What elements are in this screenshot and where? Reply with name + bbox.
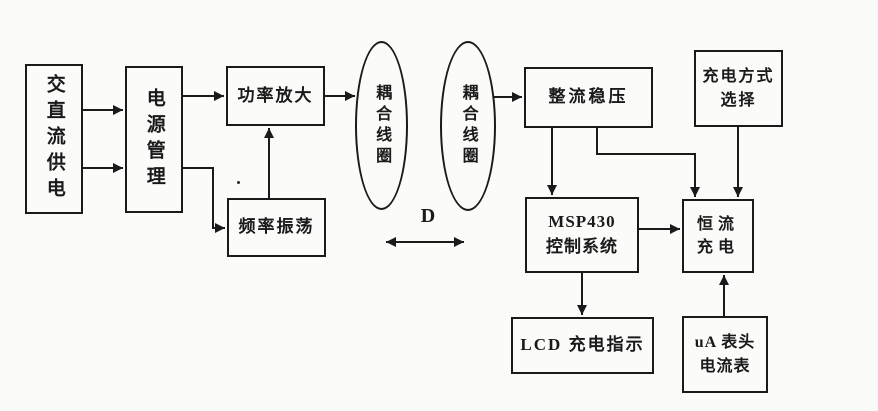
node-ua-meter-line2: 电流表 [699, 357, 751, 375]
node-ac-dc-supply: 交直流供电 [25, 64, 83, 214]
coil-distance-label: D [420, 205, 436, 227]
node-lcd-charge-indicator: LCD 充电指示 [511, 317, 654, 374]
scan-artifact-dot [237, 181, 240, 184]
node-coupling-coil-rx-label: 耦合线圈 [459, 84, 477, 168]
connector-rectifier-to-cc-charge [596, 128, 700, 197]
node-charge-mode-select-line1: 充电方式 [702, 68, 775, 86]
node-power-management-label: 电源管理 [143, 87, 165, 192]
node-constant-current-charge: 恒流 充电 [682, 199, 754, 273]
node-power-management: 电源管理 [125, 66, 183, 213]
node-constant-current-charge-line2: 充电 [696, 239, 739, 256]
node-coupling-coil-tx: 耦合线圈 [355, 41, 408, 210]
node-ua-meter-line1: uA 表头 [694, 334, 756, 352]
node-rectifier-regulator-label: 整流稳压 [548, 87, 629, 107]
node-coupling-coil-tx-label: 耦合线圈 [373, 83, 391, 168]
node-rectifier-regulator: 整流稳压 [524, 67, 653, 128]
node-power-amplifier-label: 功率放大 [237, 85, 314, 105]
node-msp430-control: MSP430 控制系统 [525, 197, 639, 273]
node-msp430-control-line2: 控制系统 [546, 237, 618, 256]
node-frequency-oscillator-label: 频率振荡 [238, 217, 315, 237]
node-charge-mode-select-line2: 选择 [720, 91, 757, 109]
node-msp430-control-line1: MSP430 [548, 212, 616, 232]
node-constant-current-charge-line1: 恒流 [696, 215, 739, 233]
node-frequency-oscillator: 频率振荡 [227, 198, 326, 257]
connector-mgmt-to-osc [182, 167, 225, 233]
node-lcd-charge-indicator-label: LCD 充电指示 [520, 335, 645, 355]
node-ua-meter: uA 表头 电流表 [682, 316, 768, 393]
node-power-amplifier: 功率放大 [226, 66, 325, 126]
node-coupling-coil-rx: 耦合线圈 [440, 41, 496, 211]
node-charge-mode-select: 充电方式 选择 [694, 50, 783, 127]
node-ac-dc-supply-label: 交直流供电 [43, 74, 65, 204]
